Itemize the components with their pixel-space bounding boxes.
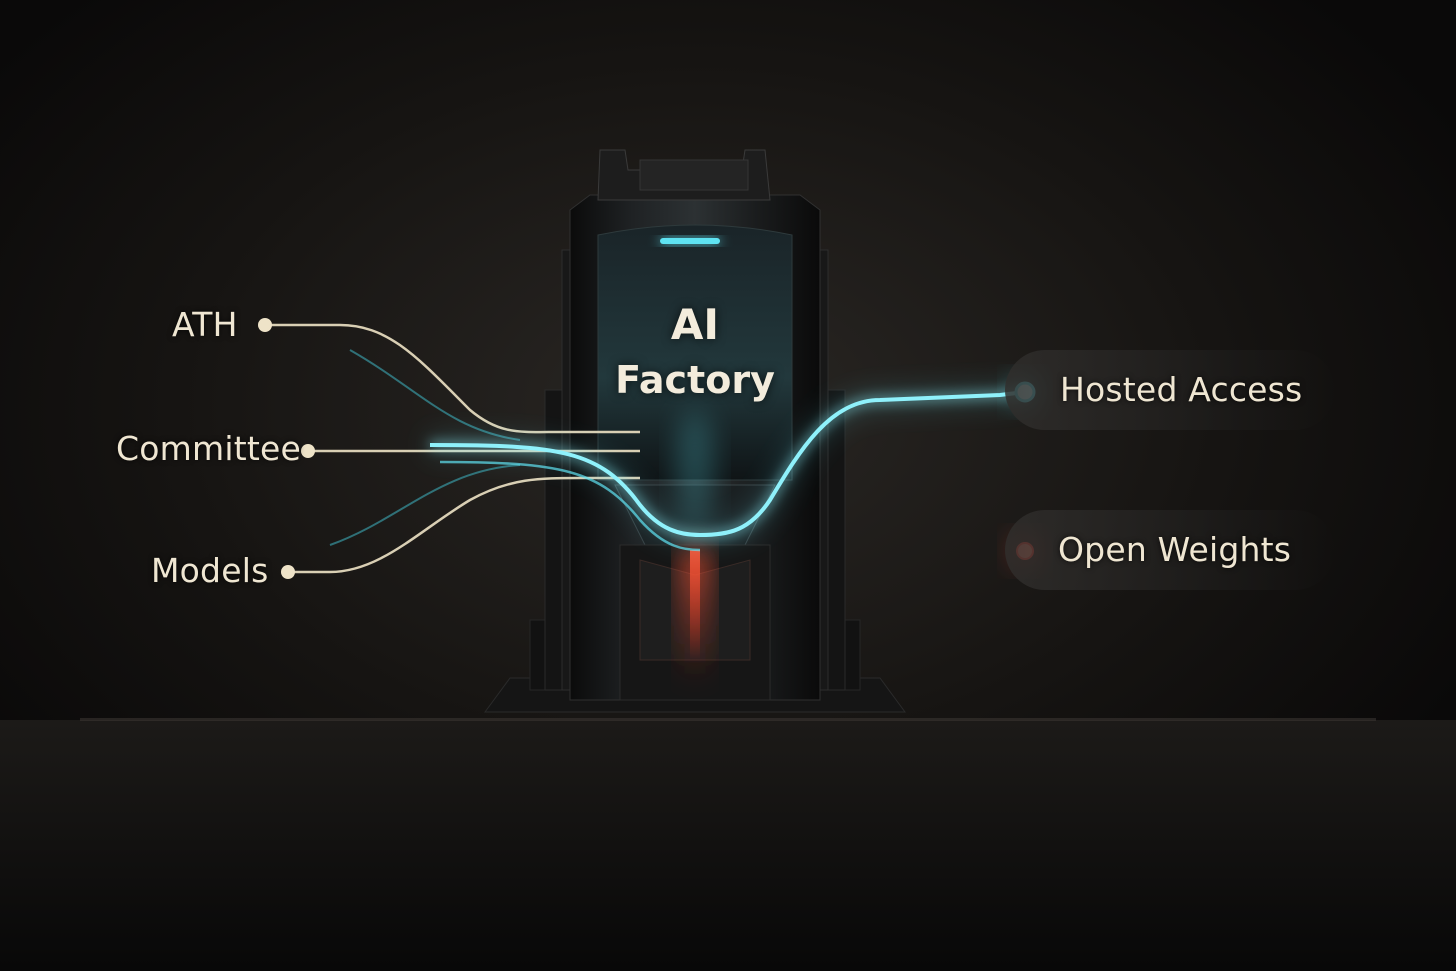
models-node — [281, 565, 295, 579]
ath-node — [258, 318, 272, 332]
factory-tower — [484, 149, 906, 713]
committee-node — [301, 444, 315, 458]
output-label-open-weights: Open Weights — [1058, 530, 1292, 569]
open-weights-pill — [1005, 510, 1335, 590]
cyan-feeder-lines — [329, 349, 521, 546]
floor-edge — [80, 718, 1376, 721]
input-label-ath: ATH — [172, 305, 238, 344]
input-label-models: Models — [151, 551, 269, 590]
models-connector-line — [288, 476, 640, 574]
output-label-hosted-access: Hosted Access — [1060, 370, 1303, 409]
floor — [0, 720, 1456, 971]
input-label-committee: Committee — [116, 429, 301, 468]
ath-connector-line — [265, 323, 640, 434]
hosted-access-pill — [1005, 350, 1335, 430]
factory-title-line2: Factory — [615, 358, 775, 402]
factory-title-line1: AI — [670, 300, 720, 349]
